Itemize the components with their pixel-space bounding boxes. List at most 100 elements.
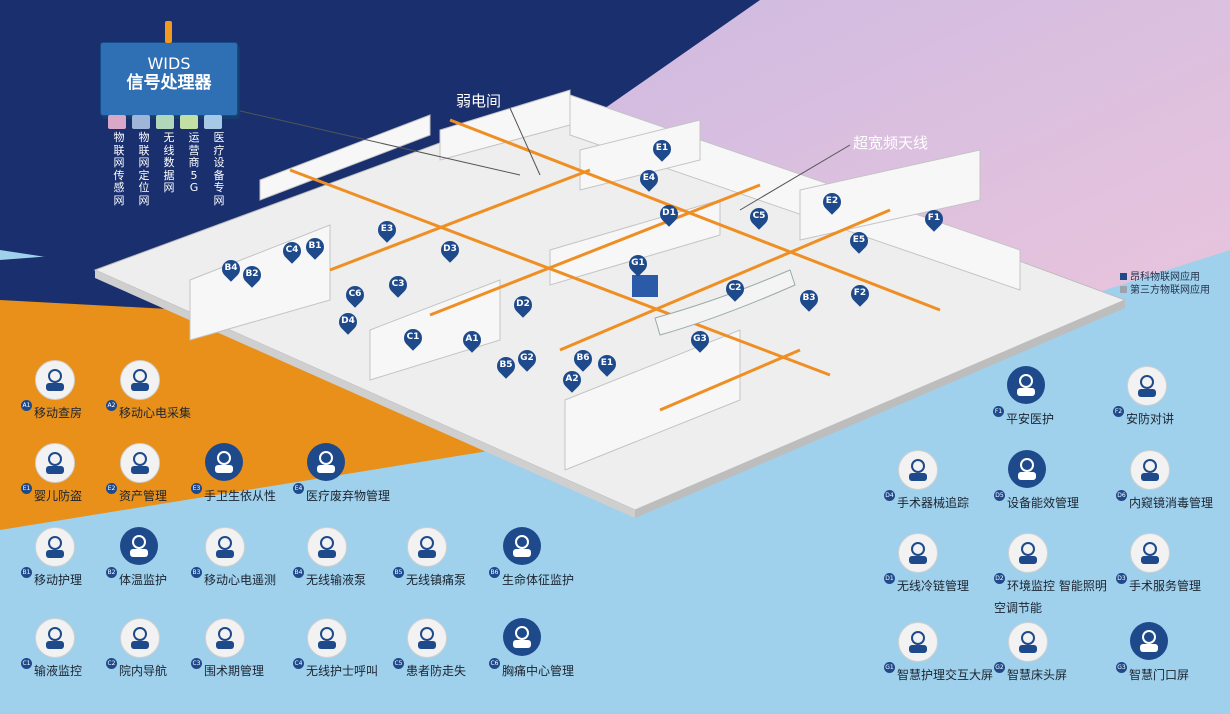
map-pin-label: B3 — [802, 293, 816, 303]
vital-signs-icon — [503, 527, 541, 565]
app-code-badge: E4 — [293, 483, 304, 494]
app-code-badge: D2 — [994, 573, 1005, 584]
app-label: 资产管理 — [119, 489, 168, 503]
app-code-badge: D6 — [1116, 490, 1127, 501]
app-label: 安防对讲 — [1126, 412, 1175, 426]
app-code-badge: A2 — [106, 400, 117, 411]
weak-room-label: 弱电间 — [456, 92, 502, 110]
chest-pain-icon — [503, 618, 541, 656]
port-3 — [156, 115, 174, 129]
doctor-tablet-icon — [35, 360, 75, 400]
map-pin-label: C6 — [348, 289, 362, 299]
baby-icon — [35, 443, 75, 483]
surgical-tools-icon — [898, 450, 938, 490]
app-code-badge: B1 — [21, 567, 32, 578]
app-label: 内窥镜消毒管理 — [1129, 496, 1214, 510]
app-label: 手术服务管理 — [1129, 579, 1202, 593]
cold-chain-icon — [898, 533, 938, 573]
app-code-badge: A1 — [21, 400, 32, 411]
app-code-badge: D1 — [884, 573, 895, 584]
app-code-badge: D4 — [884, 490, 895, 501]
app-label: 体温监护 — [119, 573, 168, 587]
walkie-talkie-icon — [1127, 366, 1167, 406]
map-pin-label: E5 — [852, 235, 866, 245]
app-label: 设备能效管理 — [1007, 496, 1080, 510]
app-code-badge: C4 — [293, 658, 304, 669]
map-pin-label: E2 — [825, 196, 839, 206]
nurse-icon — [35, 527, 75, 567]
app-code-badge: D3 — [1116, 573, 1127, 584]
network-label-3: 无线数据网 — [163, 131, 175, 194]
waste-icon — [307, 443, 345, 481]
app-label: 移动心电采集 — [119, 406, 192, 420]
app-label: 移动查房 — [34, 406, 83, 420]
app-code-badge: E3 — [191, 483, 202, 494]
map-pin-label: C5 — [752, 211, 766, 221]
app-label: 无线冷链管理 — [897, 579, 970, 593]
antenna-icon — [165, 21, 172, 43]
app-label: 移动心电遥测 — [204, 573, 277, 587]
processor-subtitle: 信号处理器 — [126, 73, 212, 93]
map-pin-label: A1 — [465, 334, 479, 344]
clipboard-icon — [1008, 450, 1046, 488]
map-pin-label: B6 — [576, 353, 590, 363]
app-label: 医疗废弃物管理 — [306, 489, 391, 503]
app-label: 输液监控 — [34, 664, 83, 678]
app-label: 手术器械追踪 — [897, 496, 970, 510]
safety-hands-icon — [1007, 366, 1045, 404]
infusion-pump-icon — [307, 527, 347, 567]
map-pin-label: C4 — [285, 245, 299, 255]
map-pin-label: C2 — [728, 283, 742, 293]
app-label: 智慧门口屏 — [1129, 668, 1190, 682]
app-code-badge: B2 — [106, 567, 117, 578]
drip-monitor-icon — [35, 618, 75, 658]
app-code-badge: B4 — [293, 567, 304, 578]
endoscope-icon — [1130, 450, 1170, 490]
app-code-badge: C2 — [106, 658, 117, 669]
port-1 — [108, 115, 126, 129]
app-label: 环境监控 智能照明 — [1007, 579, 1107, 593]
legend-item-1: 昂科物联网应用 — [1120, 268, 1200, 283]
map-pin-label: D1 — [662, 208, 676, 218]
app-code-badge: C3 — [191, 658, 202, 669]
nurse-call-icon — [307, 618, 347, 658]
app-code-badge: C5 — [393, 658, 404, 669]
map-pin-label: D2 — [516, 299, 530, 309]
legend-label: 第三方物联网应用 — [1130, 285, 1210, 296]
analgesia-pump-icon — [407, 527, 447, 567]
map-pin-label: G3 — [693, 334, 707, 344]
map-pin-label: A2 — [565, 374, 579, 384]
app-label: 手卫生依从性 — [204, 489, 277, 503]
app-label: 无线镇痛泵 — [406, 573, 467, 587]
app-label: 智慧护理交互大屏 — [897, 668, 994, 682]
